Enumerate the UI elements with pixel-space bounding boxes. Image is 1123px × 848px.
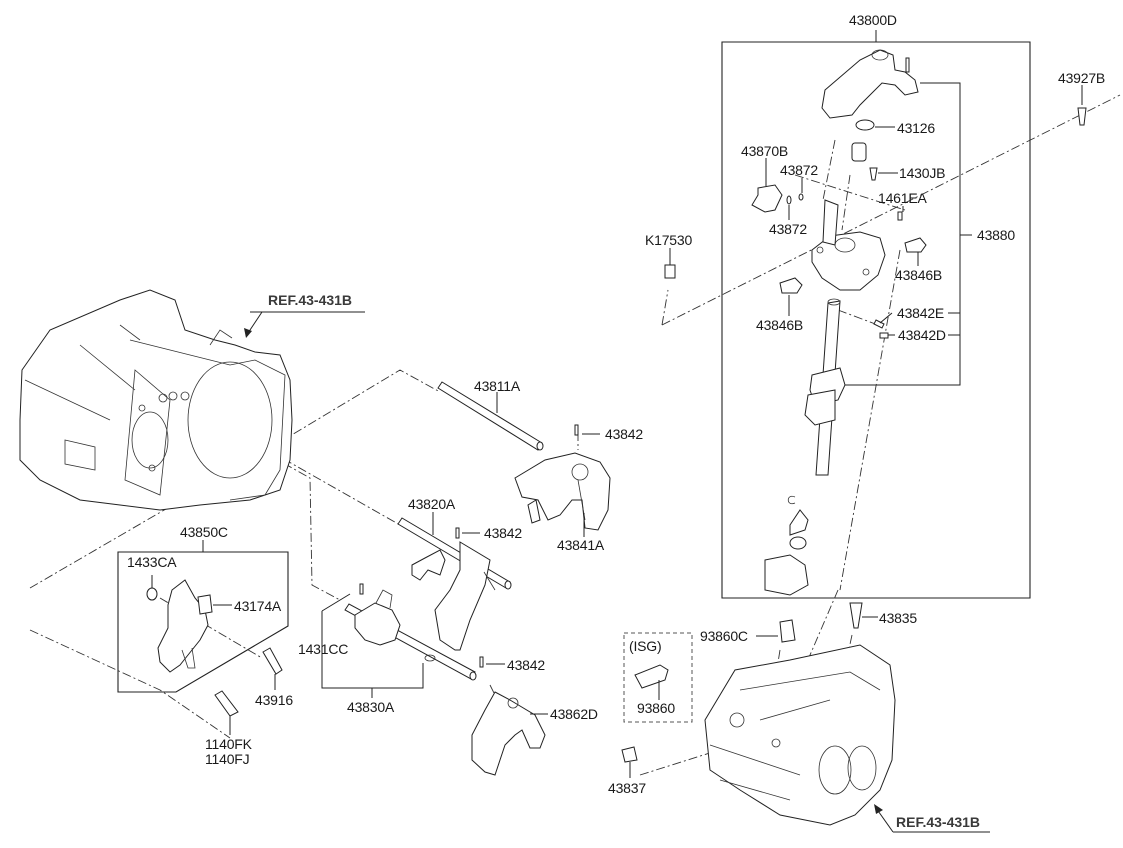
label-43872-lower: 43872: [769, 221, 807, 237]
select-lever-bracket: [157, 579, 209, 673]
vent-plug-K17530: [664, 264, 676, 279]
label-43842-a: 43842: [605, 426, 643, 442]
oil-seal-43126: [855, 119, 875, 131]
label-43820A: 43820A: [408, 496, 456, 512]
pin-1461EA: [897, 211, 903, 221]
bolt-1140FK: [214, 690, 239, 717]
label-43872-upper: 43872: [780, 162, 818, 178]
pin-1430JB: [869, 167, 878, 181]
label-43835: 43835: [879, 610, 917, 626]
shift-fork-43862D: [471, 691, 546, 776]
shift-fork-43820A: [411, 541, 496, 651]
label-isg: (ISG): [629, 638, 662, 654]
transmission-case: [704, 644, 896, 826]
clutch-housing: [19, 289, 293, 511]
label-1430JB: 1430JB: [899, 165, 946, 181]
label-43841A: 43841A: [557, 537, 605, 553]
o-ring-43872-lower: [786, 195, 792, 205]
shift-shaft: [804, 298, 846, 476]
interlock-plate: [789, 509, 809, 536]
shift-rail-43830A: [344, 589, 477, 681]
bushing-1433CA: [146, 587, 158, 601]
o-ring-43872-upper: [798, 193, 804, 201]
ref-arrow-upper: [244, 328, 252, 338]
plug-43846B-right: [904, 237, 927, 253]
pin-43842D: [879, 332, 889, 339]
alignment-line-k17530: [661, 289, 669, 326]
roll-pin-43842b: [455, 527, 460, 539]
label-43842-c: 43842: [507, 657, 545, 673]
alignment-line-bushings: [822, 139, 851, 231]
ref-arrow-lower: [874, 804, 883, 814]
label-43837: 43837: [608, 780, 646, 796]
label-43862D: 43862D: [550, 706, 598, 722]
label-1431CC: 1431CC: [298, 641, 349, 657]
roll-pin-43842a: [574, 424, 579, 436]
group-box-isg: [623, 632, 693, 723]
shift-rail-43811A: [437, 381, 544, 451]
label-43811A: 43811A: [474, 378, 521, 394]
shift-fork-43841A: [514, 452, 611, 531]
e-clip: [787, 495, 796, 505]
label-1433CA: 1433CA: [127, 554, 177, 570]
alignment-line-43850C: [29, 494, 191, 589]
group-box-43850C: [117, 551, 289, 693]
label-43800D: 43800D: [849, 12, 897, 28]
label-43126: 43126: [897, 120, 935, 136]
alignment-line-1140FK: [29, 629, 231, 739]
switch-93860C: [779, 619, 796, 643]
plug-43846B-left: [779, 277, 803, 294]
label-43842D: 43842D: [898, 327, 946, 343]
alignment-line-43927B: [661, 94, 1121, 326]
roll-pin-43842c: [479, 656, 484, 668]
control-lever-43880: [821, 49, 919, 119]
ref-label-lower[interactable]: REF.43-431B: [896, 814, 981, 830]
alignment-line-43811A: [249, 369, 441, 461]
plug-43835: [849, 602, 863, 629]
group-box-43800D: [721, 41, 1031, 599]
bolt-43927B: [1077, 107, 1087, 126]
alignment-line-43842E: [837, 309, 879, 326]
label-43916: 43916: [255, 692, 293, 708]
lever-bracket-lower: [764, 554, 809, 596]
label-1140FJ: 1140FJ: [205, 751, 250, 767]
bushing-43174A: [197, 594, 213, 615]
label-1461EA: 1461EA: [878, 190, 927, 206]
label-43174A: 43174A: [234, 598, 282, 614]
alignment-line-main: [839, 249, 901, 591]
label-1140FK: 1140FK: [205, 736, 252, 752]
label-43846B-left: 43846B: [756, 317, 804, 333]
pin-43842E: [873, 319, 885, 329]
stud-bolt-43916: [262, 647, 283, 675]
label-93860C: 93860C: [700, 628, 748, 644]
label-K17530: K17530: [645, 232, 693, 248]
ref-label-upper[interactable]: REF.43-431B: [268, 292, 353, 308]
label-93860: 93860: [637, 700, 675, 716]
plug-43837: [621, 746, 638, 763]
leader-43842E: [879, 312, 893, 324]
group-bracket-43880: [832, 82, 961, 386]
label-43927B: 43927B: [1058, 70, 1106, 86]
switch-93860: [634, 664, 669, 689]
shift-cover-housing: [811, 199, 886, 291]
label-43870B: 43870B: [741, 143, 789, 159]
alignment-line-pins: [794, 174, 906, 211]
label-43846B-right: 43846B: [895, 267, 943, 283]
bushing-upper: [851, 142, 867, 162]
return-spring: [789, 536, 807, 550]
detent-bracket-43870B: [751, 184, 783, 213]
label-43850C: 43850C: [180, 524, 228, 540]
label-43842E: 43842E: [897, 305, 945, 321]
leader-1431CC-top: [321, 593, 351, 612]
label-43830A: 43830A: [347, 699, 395, 715]
roll-pin-1431CC: [359, 583, 364, 595]
label-43842-b: 43842: [484, 525, 522, 541]
label-43880: 43880: [977, 227, 1015, 243]
